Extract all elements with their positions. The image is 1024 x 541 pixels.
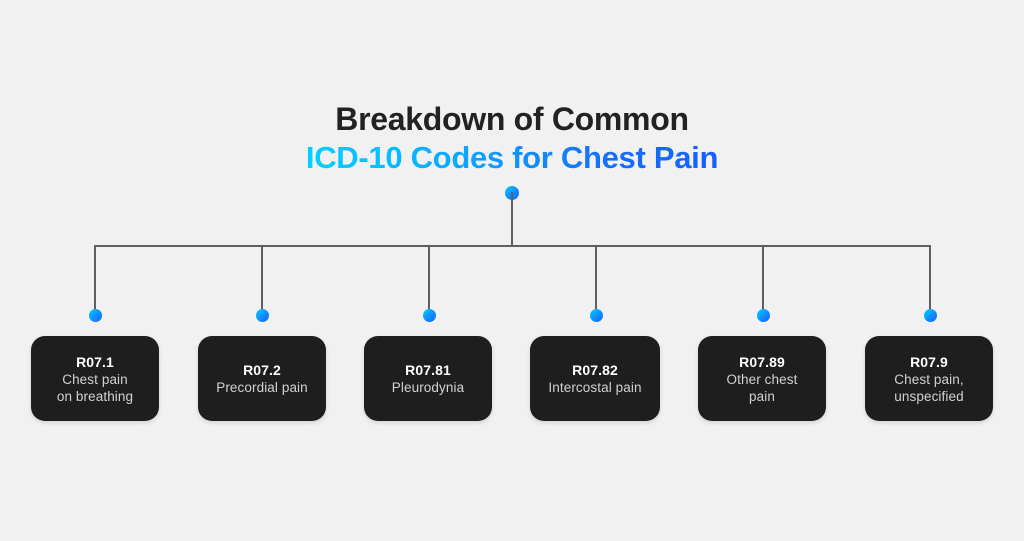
node-card-6[interactable]: R07.9 Chest pain, unspecified: [865, 336, 993, 421]
node-description-line-1: Chest pain: [62, 371, 128, 387]
node-description-line-1: Other chest: [726, 371, 798, 387]
node-description-line-2: unspecified: [894, 388, 964, 404]
drop-line-4: [595, 245, 597, 313]
node-description-line-1: Precordial pain: [216, 380, 308, 395]
page-title: Breakdown of Common ICD-10 Codes for Che…: [0, 100, 1024, 178]
node-code: R07.1: [76, 353, 114, 370]
node-description-line-1: Pleurodynia: [391, 380, 465, 395]
node-code: R07.82: [572, 362, 618, 378]
node-description-line-1: Chest pain,: [894, 371, 964, 387]
node-description-line-2: pain: [749, 388, 775, 404]
node-card-2[interactable]: R07.2 Precordial pain: [198, 336, 326, 421]
drop-line-1: [94, 245, 96, 313]
node-card-1[interactable]: R07.1 Chest pain on breathing: [31, 336, 159, 421]
node-code: R07.81: [405, 362, 451, 378]
node-dot-4: [590, 309, 603, 322]
node-code: R07.9: [910, 353, 948, 370]
node-card-4[interactable]: R07.82 Intercostal pain: [530, 336, 660, 421]
node-card-3[interactable]: R07.81 Pleurodynia: [364, 336, 492, 421]
title-line-primary: Breakdown of Common: [335, 101, 689, 137]
root-stem-line: [511, 192, 513, 246]
node-code: R07.2: [243, 362, 281, 378]
drop-line-6: [929, 245, 931, 313]
title-line-secondary: ICD-10 Codes for Chest Pain: [306, 138, 719, 178]
horizontal-connector-bar: [94, 245, 930, 247]
drop-line-5: [762, 245, 764, 313]
node-dot-2: [256, 309, 269, 322]
node-dot-5: [757, 309, 770, 322]
node-description-line-1: Intercostal pain: [548, 380, 642, 395]
drop-line-3: [428, 245, 430, 313]
node-code: R07.89: [739, 353, 785, 370]
node-description-line-2: on breathing: [56, 388, 134, 404]
node-dot-3: [423, 309, 436, 322]
drop-line-2: [261, 245, 263, 313]
node-card-5[interactable]: R07.89 Other chest pain: [698, 336, 826, 421]
node-dot-1: [89, 309, 102, 322]
node-dot-6: [924, 309, 937, 322]
